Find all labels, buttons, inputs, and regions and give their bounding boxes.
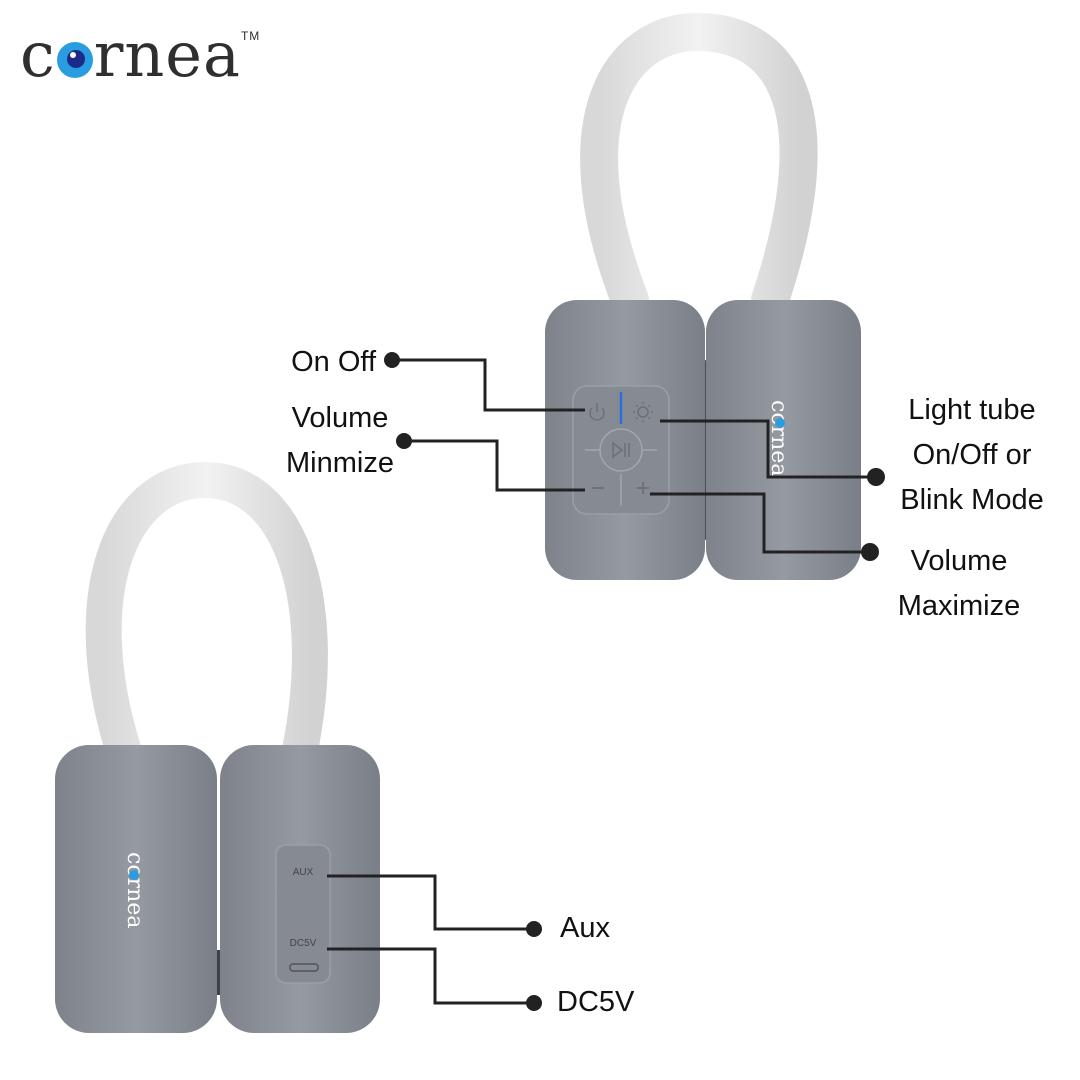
eye-logo-icon	[56, 42, 93, 78]
bottom-callout-lines	[327, 874, 532, 1005]
light-tube-label: Light tube On/Off or Blink Mode	[900, 394, 1044, 516]
volume-maximize-label: Volume Maximize	[897, 545, 1021, 622]
bottom-speaker: AUX DC5V cornea	[55, 461, 380, 1033]
brand-logo-suffix: rnea	[93, 18, 241, 91]
on-off-label: On Off	[291, 346, 376, 378]
play-pause-icon	[612, 441, 630, 459]
usb-port	[289, 963, 319, 972]
bottom-device-brand: cornea	[122, 852, 147, 928]
top-strap	[580, 12, 818, 319]
bottom-strap	[85, 461, 328, 788]
port-panel	[275, 844, 331, 984]
bottom-left-body	[55, 745, 217, 1033]
top-right-body	[706, 300, 861, 580]
top-device-brand: cornea	[766, 400, 791, 476]
aux-label: Aux	[560, 912, 610, 944]
top-speaker: cornea	[545, 12, 861, 580]
play-pause-button[interactable]	[599, 428, 643, 472]
light-icon[interactable]	[633, 402, 653, 422]
aux-port-label: AUX	[293, 867, 314, 878]
plus-icon[interactable]	[637, 482, 649, 494]
trademark-mark: TM	[240, 29, 261, 43]
dc5v-label: DC5V	[557, 986, 635, 1018]
top-device-eye-icon	[775, 418, 785, 428]
bottom-device-eye-icon	[129, 870, 139, 880]
power-icon[interactable]	[589, 403, 605, 421]
brand-logo-prefix: c	[20, 18, 56, 91]
top-callout-dots	[384, 352, 885, 561]
volume-minimize-label: Volume Minmize	[286, 402, 394, 479]
top-callout-lines	[392, 358, 875, 554]
dc-port-label: DC5V	[290, 938, 317, 949]
bottom-callout-dots	[526, 921, 542, 1011]
